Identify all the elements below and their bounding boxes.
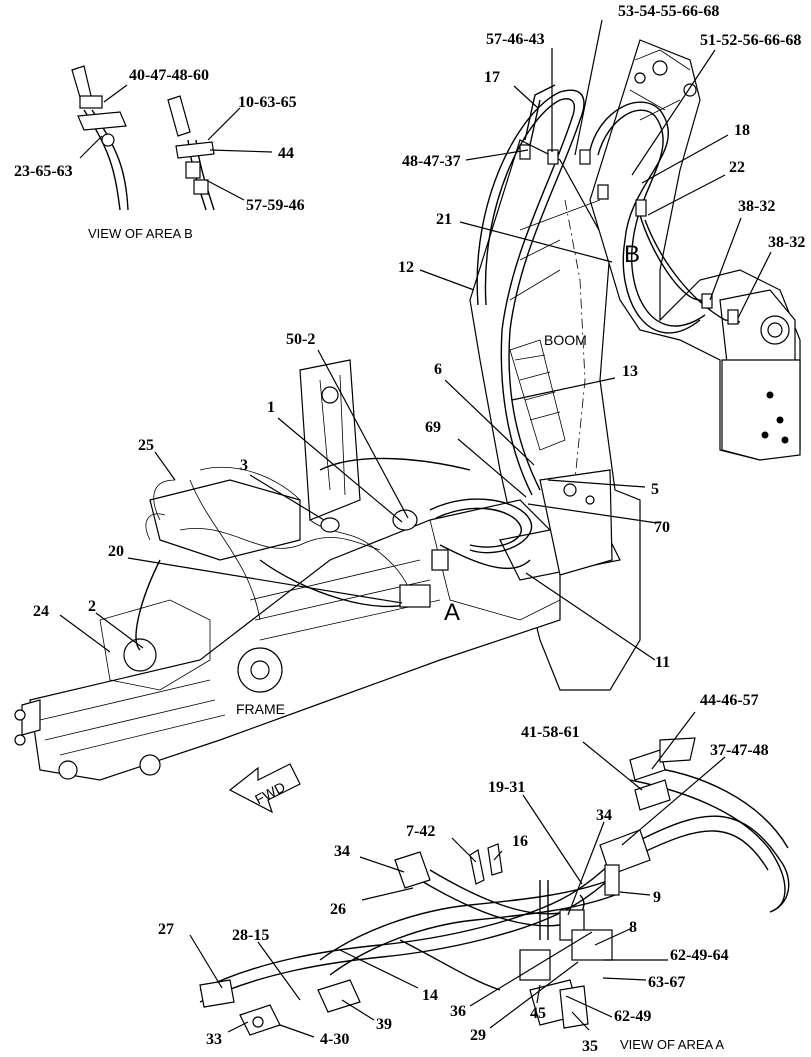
callout-37-47-48: 37-47-48 [710,742,769,759]
callout-17: 17 [484,69,500,86]
callout-57-46-43: 57-46-43 [486,31,545,48]
callout-20: 20 [108,543,124,560]
area-a-marker: A [444,599,460,626]
frame-assembly [14,359,621,781]
callout-53-54-55-66-68: 53-54-55-66-68 [618,3,719,20]
view-of-area-b-label: VIEW OF AREA B [88,226,193,241]
callout-35: 35 [582,1038,598,1055]
callout-6: 6 [434,361,442,378]
callout-38-32-a: 38-32 [738,198,775,215]
callout-33: 33 [206,1031,222,1048]
frame-label: FRAME [236,701,285,717]
callout-39: 39 [376,1016,392,1033]
callout-44-46-57: 44-46-57 [700,692,759,709]
leader-lines [59,19,772,1038]
callout-2: 2 [88,598,96,615]
callout-57-59-46: 57-59-46 [246,197,305,214]
callout-48-47-37: 48-47-37 [402,153,461,170]
callout-51-52-56-66-68: 51-52-56-66-68 [700,32,801,49]
callout-62-49: 62-49 [614,1008,651,1025]
view-of-area-a-label: VIEW OF AREA A [620,1037,724,1052]
callout-45: 45 [530,1005,546,1022]
callout-9: 9 [653,889,661,906]
callout-34-b: 34 [334,843,350,860]
callout-27: 27 [158,921,174,938]
callout-4-30: 4-30 [320,1031,349,1048]
callouts: 53-54-55-66-68 57-46-43 51-52-56-66-68 1… [14,3,805,1055]
callout-22: 22 [729,159,745,176]
callout-14: 14 [422,987,438,1004]
callout-28-15: 28-15 [232,927,269,944]
callout-12: 12 [398,259,414,276]
area-b-inset [71,65,215,211]
callout-18: 18 [734,122,750,139]
callout-36: 36 [450,1003,466,1020]
boom-label: BOOM [544,332,587,348]
callout-10-63-65: 10-63-65 [238,94,297,111]
callout-7-42: 7-42 [406,823,435,840]
callout-38-32-b: 38-32 [768,234,805,251]
callout-63-67: 63-67 [648,974,685,991]
callout-44-area-b: 44 [278,145,294,162]
callout-11: 11 [655,654,670,671]
callout-70: 70 [654,519,670,536]
callout-16: 16 [512,833,528,850]
callout-26: 26 [330,901,346,918]
callout-69: 69 [425,419,441,436]
callout-19-31: 19-31 [488,779,525,796]
boom-hoses [476,84,741,496]
callout-41-58-61: 41-58-61 [521,724,580,741]
callout-21: 21 [436,211,452,228]
callout-24: 24 [33,603,49,620]
callout-1: 1 [267,399,275,416]
callout-5: 5 [651,481,659,498]
area-a-inset [199,737,790,1036]
callout-8: 8 [629,919,637,936]
callout-29: 29 [470,1027,486,1044]
fwd-arrow [228,763,301,814]
callout-23-65-63: 23-65-63 [14,163,73,180]
area-b-marker: B [624,241,640,268]
callout-62-49-64: 62-49-64 [670,947,729,964]
callout-50-2: 50-2 [286,331,315,348]
callout-40-47-48-60: 40-47-48-60 [129,67,209,84]
frame-hoses [135,457,533,651]
callout-34-a: 34 [596,807,612,824]
callout-3: 3 [240,457,248,474]
callout-25: 25 [138,437,154,454]
callout-13: 13 [622,363,638,380]
